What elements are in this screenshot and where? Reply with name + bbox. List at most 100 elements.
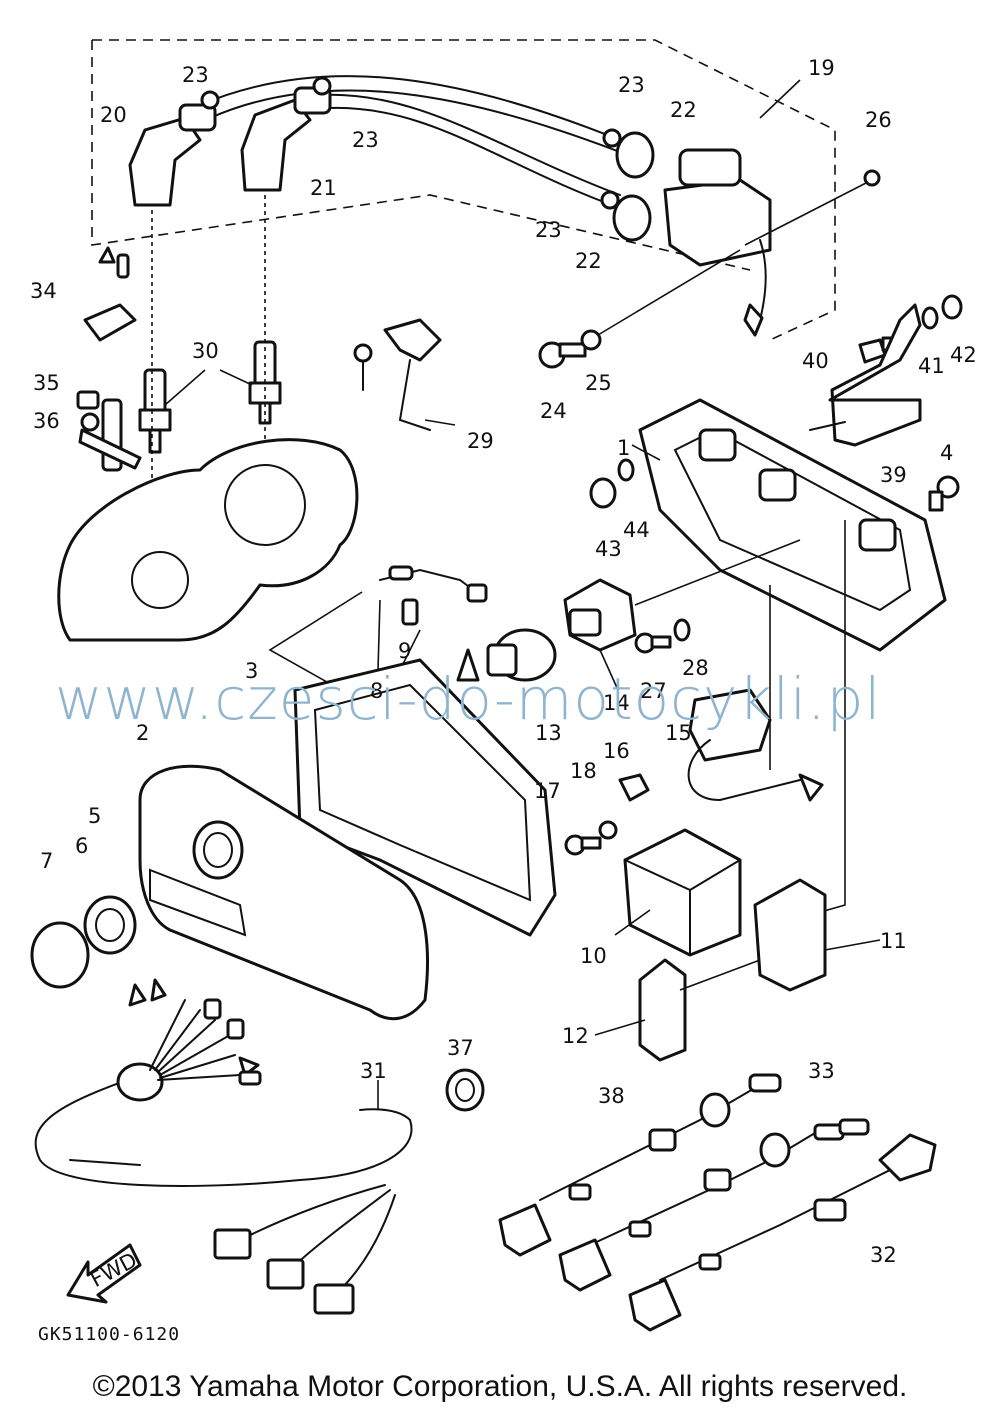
cap-7 (30, 921, 90, 989)
spring-9 (401, 598, 419, 626)
callout-29: 29 (467, 429, 494, 453)
callout-41: 41 (918, 354, 945, 378)
callout-19: 19 (808, 56, 835, 80)
combustion-chamber-right (224, 464, 306, 546)
rectifier-15 (687, 688, 824, 802)
screw-4 (928, 475, 960, 512)
callout-32: 32 (870, 1243, 897, 1267)
ignition-coil-assembly (612, 131, 772, 337)
leader-1 (631, 444, 661, 461)
callout-40: 40 (802, 349, 829, 373)
callout-23d: 23 (535, 218, 562, 242)
callout-3: 3 (245, 659, 258, 683)
lead-wire-bracket-29 (353, 318, 442, 431)
callout-27: 27 (640, 679, 667, 703)
callout-20: 20 (100, 103, 127, 127)
callout-23c: 23 (618, 73, 645, 97)
electrical-box-1 (638, 398, 947, 652)
callout-38: 38 (598, 1084, 625, 1108)
callout-24: 24 (540, 399, 567, 423)
callout-42: 42 (950, 343, 977, 367)
band-37 (445, 1068, 485, 1112)
callout-17: 17 (534, 779, 561, 803)
bracket-12 (638, 958, 687, 1062)
washer-44 (617, 458, 635, 482)
callout-35: 35 (33, 371, 60, 395)
callout-22b: 22 (575, 249, 602, 273)
callout-31: 31 (360, 1059, 387, 1083)
callout-34: 34 (30, 279, 57, 303)
callout-15: 15 (665, 721, 692, 745)
cdi-unit-10 (623, 828, 742, 957)
callout-23a: 23 (182, 63, 209, 87)
callout-30: 30 (192, 339, 219, 363)
callout-10: 10 (580, 944, 607, 968)
start-switch-14 (563, 578, 637, 652)
callout-26: 26 (865, 108, 892, 132)
callout-5: 5 (88, 804, 101, 828)
stop-switch-13 (456, 628, 557, 682)
watermark-url: www.czesci-do-motocykli.pl (55, 665, 882, 733)
ignition-coil-group-boundary (91, 39, 836, 341)
forward-direction-arrow: FWD (66, 1243, 142, 1304)
callout-37: 37 (447, 1036, 474, 1060)
callout-18: 18 (570, 759, 597, 783)
callout-4: 4 (940, 441, 953, 465)
callout-22a: 22 (670, 98, 697, 122)
leader-29 (424, 419, 456, 426)
callout-13: 13 (535, 721, 562, 745)
callout-39: 39 (880, 463, 907, 487)
leader-10 (614, 909, 651, 936)
callout-9: 9 (398, 639, 411, 663)
high-tension-cables (199, 75, 621, 209)
callout-labels: 23 20 23 21 23 22 19 26 23 22 34 30 40 4… (30, 56, 977, 1267)
callout-23b: 23 (352, 128, 379, 152)
lead-32 (628, 1133, 937, 1332)
callout-1: 1 (617, 436, 630, 460)
lead-38 (498, 1073, 782, 1257)
bracket-39 (828, 303, 922, 447)
callout-7: 7 (40, 849, 53, 873)
clamp-16 (618, 773, 650, 802)
spark-plug-cap-20 (128, 103, 217, 207)
washer-36 (80, 412, 100, 432)
callout-14: 14 (603, 691, 630, 715)
nut-43 (589, 477, 617, 509)
diagram-code: GK51100-6120 (38, 1324, 181, 1345)
callout-16: 16 (603, 739, 630, 763)
washer-18 (598, 820, 618, 840)
leader-24-25 (597, 249, 741, 336)
leader-26 (744, 182, 867, 246)
callout-44: 44 (623, 518, 650, 542)
callout-36: 36 (33, 409, 60, 433)
screw-17 (564, 834, 602, 856)
leader-14 (599, 649, 619, 691)
callout-8: 8 (370, 679, 383, 703)
washer-25 (580, 329, 602, 351)
wire-harness-31 (34, 978, 413, 1315)
copyright-notice: ©2013 Yamaha Motor Corporation, U.S.A. A… (92, 1370, 908, 1403)
callout-11: 11 (880, 929, 907, 953)
hose-clamps-23 (200, 76, 622, 210)
leader-11 (824, 939, 881, 951)
washer-28 (673, 618, 691, 642)
wire-lead-8 (379, 565, 488, 603)
leader-12 (594, 959, 761, 1036)
callout-28: 28 (682, 656, 709, 680)
lead-33 (558, 1118, 870, 1292)
callout-33: 33 (808, 1059, 835, 1083)
nut-42 (941, 294, 963, 320)
combustion-chamber-left (131, 551, 189, 609)
bolt-35 (76, 390, 100, 410)
hose-nipple (78, 398, 142, 472)
callout-21: 21 (310, 176, 337, 200)
grommet-6 (83, 895, 137, 955)
fitting-34 (83, 246, 137, 342)
callout-25: 25 (585, 371, 612, 395)
screw-24 (538, 341, 587, 369)
spark-plug-30-left (138, 368, 172, 454)
collar-26 (863, 169, 881, 187)
spark-plug-cap-21 (240, 86, 332, 192)
screw-27 (634, 632, 672, 654)
